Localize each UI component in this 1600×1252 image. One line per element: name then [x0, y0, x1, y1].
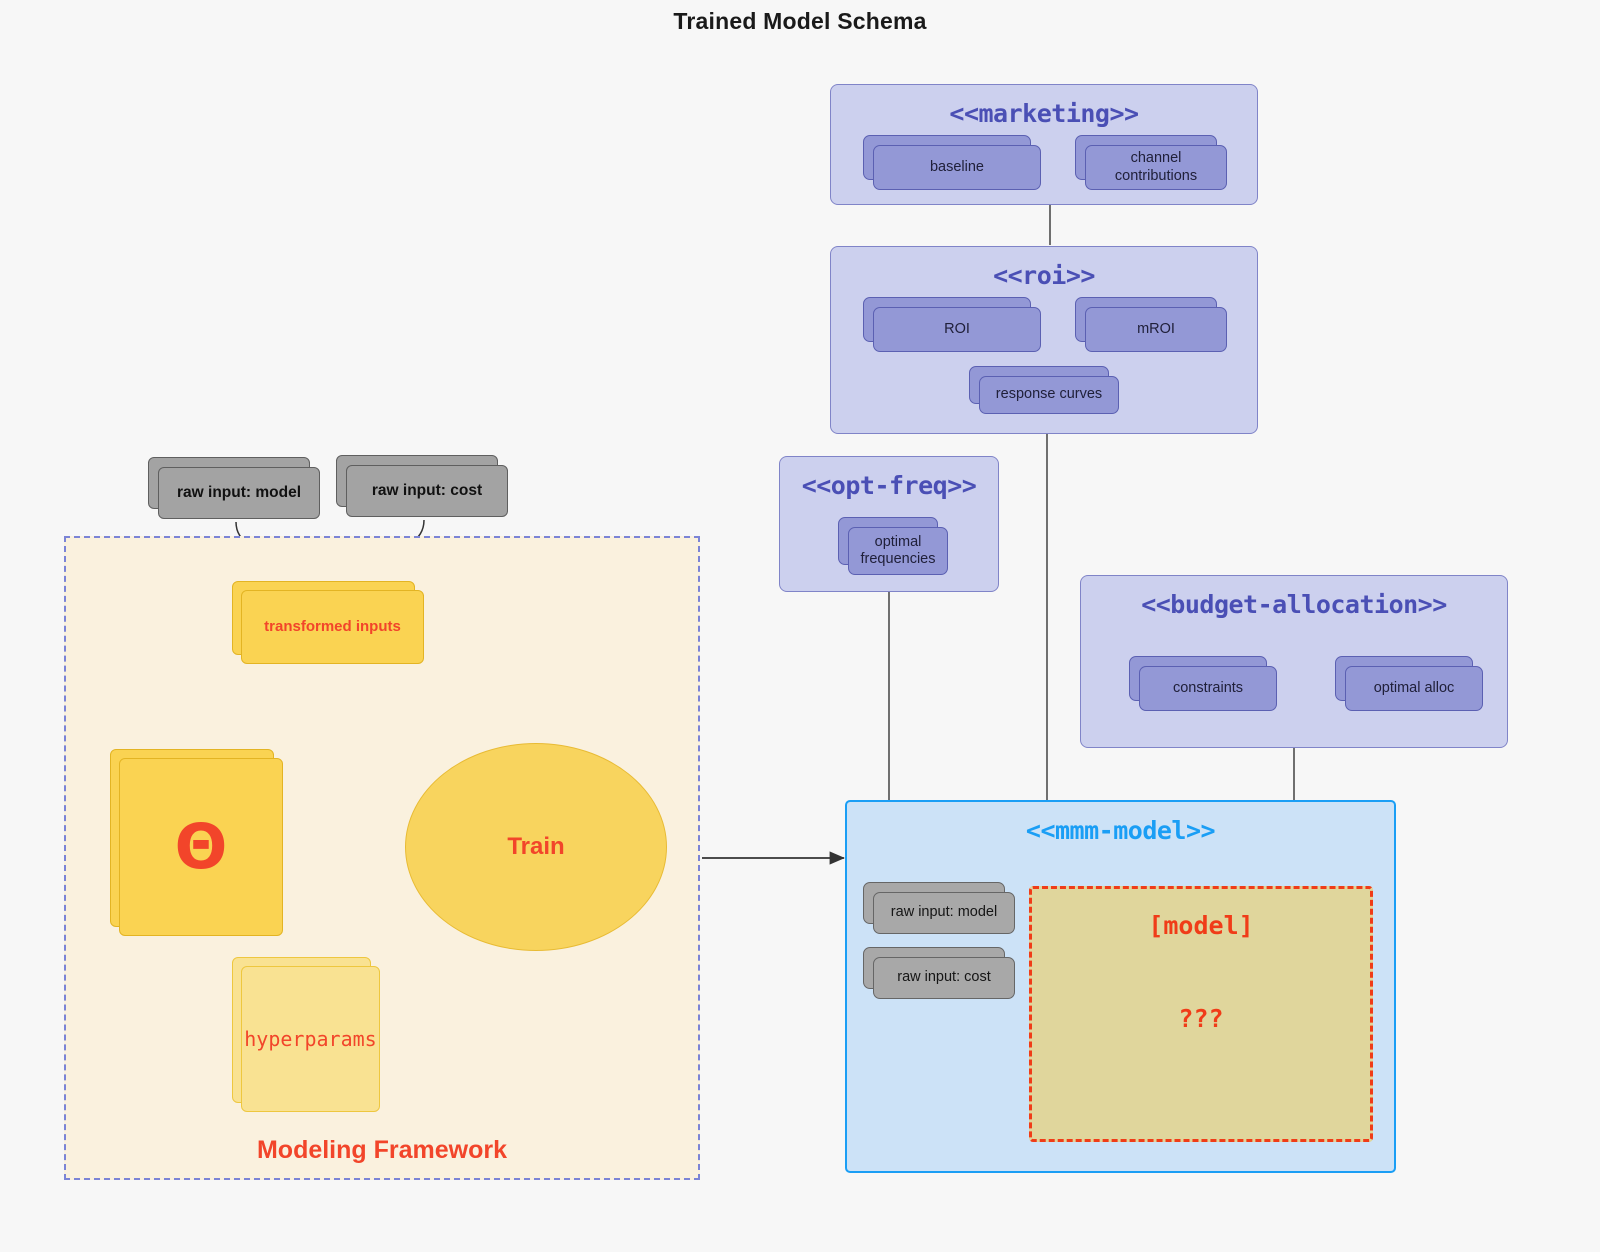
package-marketing[interactable]: <<marketing>> baseline channel contribut…: [830, 84, 1258, 205]
package-roi[interactable]: <<roi>> ROI mROI response curves: [830, 246, 1258, 434]
node-roi[interactable]: ROI: [863, 297, 1041, 352]
node-raw-input-model[interactable]: raw input: model: [863, 882, 1015, 934]
node-optimal-alloc[interactable]: optimal alloc: [1335, 656, 1483, 711]
package-roi-title: <<roi>>: [993, 261, 1095, 290]
note-theta-front: Θ: [119, 758, 283, 936]
package-marketing-title: <<marketing>>: [949, 99, 1139, 128]
model-placeholder-box[interactable]: [model] ???: [1029, 886, 1373, 1142]
note-hyperparams[interactable]: hyperparams: [232, 957, 380, 1112]
package-budget-allocation[interactable]: <<budget-allocation>> constraints optima…: [1080, 575, 1508, 748]
note-transformed-inputs-label: transformed inputs: [264, 618, 401, 635]
theta-symbol-icon: Θ: [174, 810, 228, 883]
note-transformed-inputs-front: transformed inputs: [241, 590, 424, 664]
node-raw-input-model-label: raw input: model: [873, 892, 1015, 934]
note-hyperparams-label: hyperparams: [244, 1027, 377, 1051]
node-optimal-frequencies-label: optimal frequencies: [848, 527, 948, 575]
node-response-curves[interactable]: response curves: [969, 366, 1119, 414]
note-theta[interactable]: Θ: [110, 749, 283, 936]
package-opt-freq[interactable]: <<opt-freq>> optimal frequencies: [779, 456, 999, 592]
node-raw-input-cost[interactable]: raw input: cost: [863, 947, 1015, 999]
node-framework-raw-input-model[interactable]: raw input: model: [148, 457, 320, 519]
node-optimal-frequencies-line1: optimal: [874, 533, 922, 550]
node-mroi[interactable]: mROI: [1075, 297, 1227, 352]
note-hyperparams-front: hyperparams: [241, 966, 380, 1112]
page-title: Trained Model Schema: [673, 8, 927, 34]
node-constraints-label: constraints: [1139, 666, 1277, 711]
node-optimal-alloc-label: optimal alloc: [1345, 666, 1483, 711]
node-framework-raw-input-cost-label: raw input: cost: [346, 465, 508, 517]
node-channel-contributions-label: channel contributions: [1085, 145, 1227, 190]
node-framework-raw-input-cost[interactable]: raw input: cost: [336, 455, 508, 517]
train-label: Train: [507, 833, 565, 860]
node-framework-raw-input-model-label: raw input: model: [158, 467, 320, 519]
node-response-curves-label: response curves: [979, 376, 1119, 414]
node-channel-contributions[interactable]: channel contributions: [1075, 135, 1227, 190]
package-opt-freq-title: <<opt-freq>>: [801, 471, 977, 500]
node-optimal-frequencies[interactable]: optimal frequencies: [838, 517, 948, 575]
node-baseline[interactable]: baseline: [863, 135, 1041, 190]
train-process-ellipse[interactable]: Train: [405, 743, 667, 951]
model-placeholder-question: ???: [1178, 1004, 1224, 1033]
node-mroi-label: mROI: [1085, 307, 1227, 352]
package-mmm-model[interactable]: <<mmm-model>> raw input: model raw input…: [845, 800, 1396, 1173]
package-budget-allocation-title: <<budget-allocation>>: [1141, 590, 1447, 619]
model-placeholder-title: [model]: [1148, 911, 1254, 940]
node-optimal-frequencies-line2: frequencies: [860, 551, 936, 567]
package-mmm-model-title: <<mmm-model>>: [1025, 816, 1216, 845]
modeling-framework-label: Modeling Framework: [256, 1136, 508, 1164]
node-constraints[interactable]: constraints: [1129, 656, 1277, 711]
node-baseline-label: baseline: [873, 145, 1041, 190]
note-transformed-inputs[interactable]: transformed inputs: [232, 581, 424, 664]
node-raw-input-cost-label: raw input: cost: [873, 957, 1015, 999]
node-roi-label: ROI: [873, 307, 1041, 352]
